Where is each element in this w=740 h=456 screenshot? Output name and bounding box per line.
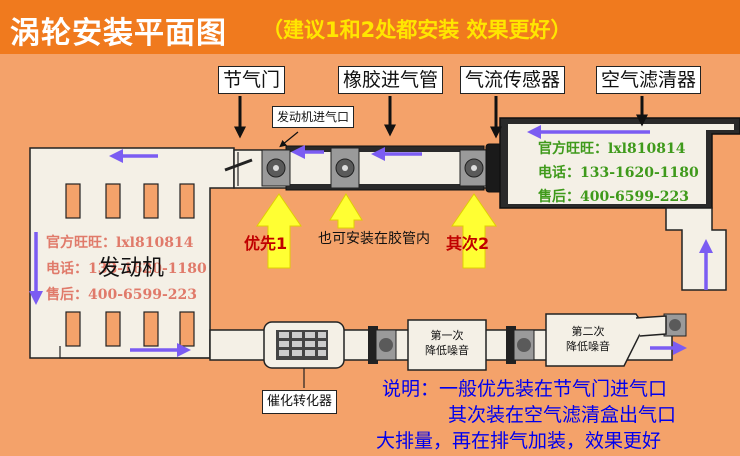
priority-first-label: 优先1 (244, 234, 288, 253)
label-catalytic-converter: 催化转化器 (262, 390, 338, 414)
muffler-second (545, 313, 645, 367)
watermark-phone-right: 电话：133-1620-1180 (538, 165, 699, 181)
tailpipe (635, 315, 667, 337)
priority-second-label: 其次2 (446, 234, 490, 253)
priority-arrow-2 (451, 193, 497, 269)
catalytic-converter-grid (276, 330, 328, 360)
exhaust-fan-1 (368, 326, 397, 364)
cylinder (65, 311, 81, 347)
priority-arrow-middle (329, 193, 363, 229)
cylinder (143, 183, 159, 219)
note-line-1: 说明：一般优先装在节气门进气口 (382, 378, 668, 400)
label-rubber-intake-pipe: 橡胶进气管 (338, 66, 444, 94)
note-line-2: 其次装在空气滤清盒出气口 (448, 404, 677, 426)
page-subtitle: （建议1和2处都安装 效果更好） (262, 18, 572, 42)
turbo-fan-1 (261, 149, 291, 187)
rubber-pipe-inner (290, 152, 480, 184)
cylinder (65, 183, 81, 219)
note-line-3: 大排量，再在排气加装，效果更好 (376, 430, 662, 452)
watermark-service-left: 售后：400-6599-223 (46, 287, 198, 303)
cylinder (179, 311, 195, 347)
turbo-fan-middle (330, 147, 360, 189)
exhaust-fan-3 (663, 313, 687, 337)
muffler-first (407, 319, 487, 371)
label-engine-air-inlet: 发动机进气口 (272, 106, 355, 128)
watermark-service-right: 售后：400-6599-223 (538, 189, 690, 205)
label-throttle: 节气门 (218, 66, 286, 94)
label-air-filter: 空气滤清器 (596, 66, 702, 94)
exhaust-fan-2 (506, 326, 535, 364)
muffler-first-label: 第一次 降低噪音 (425, 329, 469, 357)
cylinder (143, 311, 159, 347)
cylinder (105, 183, 121, 219)
label-airflow-sensor: 气流传感器 (460, 66, 566, 94)
watermark-shop-right: 官方旺旺：lxl810814 (538, 141, 686, 157)
pointer-air-inlet (279, 131, 299, 148)
watermark-shop-left: 官方旺旺：lxl810814 (46, 235, 194, 251)
page-title: 涡轮安装平面图 (10, 16, 227, 51)
header-bar: 涡轮安装平面图 （建议1和2处都安装 效果更好） (0, 0, 740, 54)
air-filter-duct (665, 207, 727, 291)
turbo-fan-2 (459, 149, 489, 187)
watermark-phone-left: 电话：133-1620-1180 (46, 261, 207, 277)
priority-middle-note: 也可安装在胶管内 (318, 231, 430, 247)
cylinder (179, 183, 195, 219)
priority-arrow-1 (256, 193, 302, 269)
cylinder (105, 311, 121, 347)
engine-label: 发动机 (98, 256, 165, 281)
muffler-second-label: 第二次 降低噪音 (566, 325, 610, 353)
